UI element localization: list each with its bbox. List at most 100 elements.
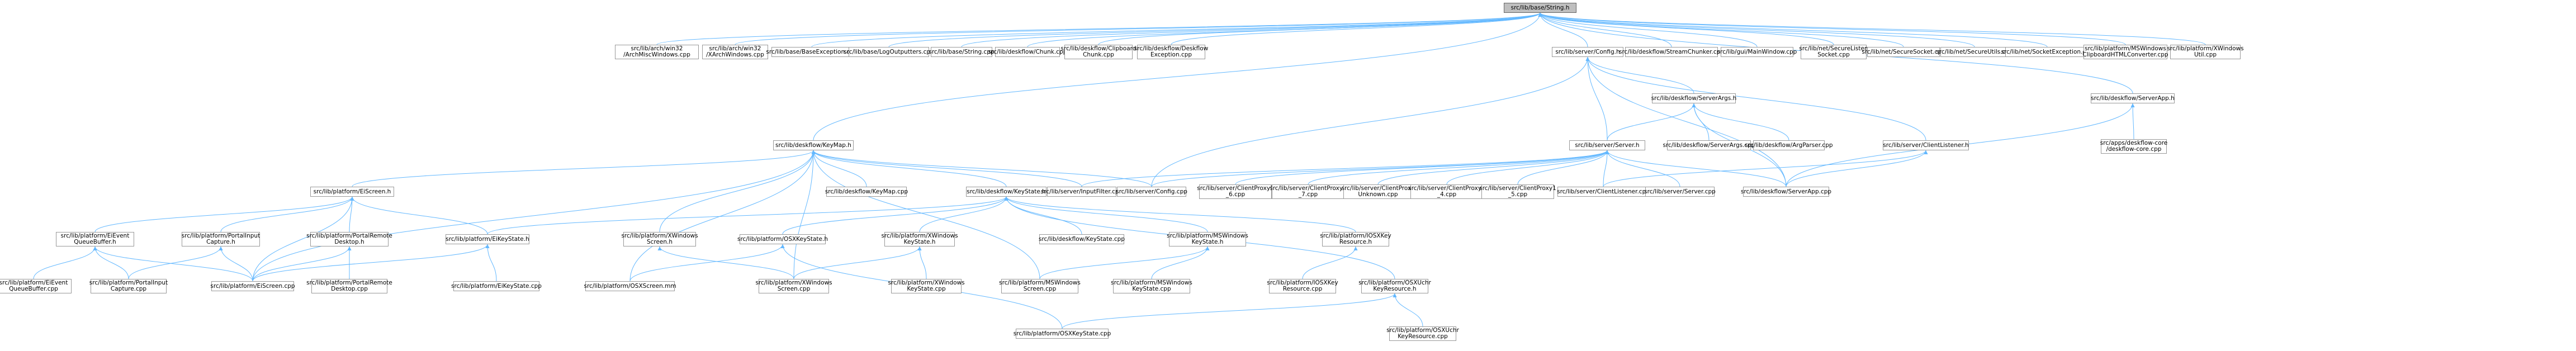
edge-ios-res-cpp-to-ios-res-h — [1302, 246, 1358, 279]
node-base-exc[interactable]: src/lib/base/BaseException.cpp — [766, 47, 858, 57]
edge-keymap-cpp-to-keymap-h — [811, 150, 867, 187]
node-osx-screen-mm[interactable]: src/lib/platform/OSXScreen.mm — [584, 281, 676, 291]
node-cp4[interactable]: src/lib/server/ClientProxy1 _4.cpp — [1408, 184, 1485, 199]
edge-win-xarch-to-string-h — [735, 12, 1542, 45]
node-portal-input-cpp[interactable]: src/lib/platform/PortalInput Capture.cpp — [89, 279, 168, 293]
node-xwin-screen-cpp[interactable]: src/lib/platform/XWindows Screen.cpp — [755, 279, 832, 293]
node-socket-exc[interactable]: src/lib/net/SocketException.cpp — [2001, 47, 2093, 57]
node-keymap-h[interactable]: src/lib/deskflow/KeyMap.h — [773, 140, 854, 150]
node-desk-exc[interactable]: src/lib/deskflow/Deskflow Exception.cpp — [1134, 45, 1209, 59]
node-ei-event-h[interactable]: src/lib/platform/EiEvent QueueBuffer.h — [56, 232, 134, 246]
edge-ei-event-h-to-ei-screen-h — [94, 196, 354, 233]
node-portal-input-h[interactable]: src/lib/platform/PortalInput Capture.h — [181, 232, 261, 246]
node-chunk-cpp[interactable]: src/lib/deskflow/Chunk.cpp — [988, 47, 1067, 57]
node-cp7[interactable]: src/lib/server/ClientProxy1 _7.cpp — [1270, 184, 1347, 199]
node-osx-keystate-cpp[interactable]: src/lib/platform/OSXKeyState.cpp — [1014, 329, 1111, 339]
edge-xwin-screen-cpp-to-xwin-screen-h — [657, 246, 794, 279]
node-keystate-h[interactable]: src/lib/deskflow/KeyState.h — [966, 187, 1046, 197]
edge-osx-keystate-cpp-to-osx-uchr-h — [1062, 293, 1397, 329]
edge-config-cpp-to-config-h — [1151, 56, 1590, 187]
edge-ms-keystate-h-to-keystate-h — [1004, 196, 1208, 233]
edge-keystate-h-to-keymap-h — [811, 150, 1007, 187]
node-apps-core[interactable]: src/apps/deskflow-core /deskflow-core.cp… — [2100, 139, 2168, 154]
node-ios-res-cpp[interactable]: src/lib/platform/IOSXKey Resource.cpp — [1267, 279, 1338, 293]
edge-socket-exc-to-string-h — [1538, 12, 2048, 48]
node-osx-uchr-h[interactable]: src/lib/platform/OSXUchr KeyResource.h — [1358, 279, 1431, 293]
node-ei-screen-h[interactable]: src/lib/platform/EiScreen.h — [310, 187, 394, 197]
edge-ei-keystate-h-to-keystate-h — [487, 196, 1008, 235]
node-server-cpp[interactable]: src/lib/server/Server.cpp — [1644, 187, 1716, 197]
node-serverapp-cpp[interactable]: src/lib/deskflow/ServerApp.cpp — [1741, 187, 1831, 197]
node-clientlistener-cpp[interactable]: src/lib/server/ClientListener.cpp — [1557, 187, 1650, 197]
node-xwin-util[interactable]: src/lib/platform/XWindows Util.cpp — [2167, 45, 2244, 59]
edge-osx-keystate-h-to-keystate-h — [782, 196, 1008, 235]
node-osx-uchr-cpp[interactable]: src/lib/platform/OSXUchr KeyResource.cpp — [1386, 326, 1459, 341]
edge-cp5-to-server-h — [1517, 150, 1609, 185]
node-win-arch-misc[interactable]: src/lib/arch/win32 /ArchMiscWindows.cpp — [615, 45, 699, 59]
node-ei-keystate-h[interactable]: src/lib/platform/EiKeyState.h — [446, 234, 529, 244]
node-serverargs-h[interactable]: src/lib/deskflow/ServerArgs.h — [1651, 93, 1736, 103]
node-cp6[interactable]: src/lib/server/ClientProxy1 _6.cpp — [1197, 184, 1274, 199]
node-ms-keystate-cpp[interactable]: src/lib/platform/MSWindows KeyState.cpp — [1111, 279, 1192, 293]
node-config-cpp[interactable]: src/lib/server/Config.cpp — [1116, 187, 1187, 197]
node-win-xarch[interactable]: src/lib/arch/win32 /XArchWindows.cpp — [702, 45, 768, 59]
edge-ms-screen-cpp-to-ms-keystate-h — [1039, 246, 1210, 279]
node-ms-keystate-h[interactable]: src/lib/platform/MSWindows KeyState.h — [1167, 232, 1248, 246]
node-xwin-screen-h[interactable]: src/lib/platform/XWindows Screen.h — [621, 232, 698, 246]
node-ios-res-h[interactable]: src/lib/platform/IOSXKey Resource.h — [1320, 232, 1391, 246]
edge-clientlistener-h-to-config-h — [1585, 56, 1926, 141]
node-cpu[interactable]: src/lib/server/ClientProxy Unknown.cpp — [1341, 184, 1415, 199]
node-secure-socket[interactable]: src/lib/net/SecureSocket.cpp — [1862, 47, 1945, 57]
edge-server-h-to-serverargs-h — [1607, 103, 1696, 141]
edge-mainwindow-to-string-h — [1538, 12, 1758, 48]
node-xwin-keystate-cpp[interactable]: src/lib/platform/XWindows KeyState.cpp — [888, 279, 965, 293]
edge-xwin-screen-cpp-to-xwin-keystate-h — [793, 246, 922, 279]
node-ms-clip-html[interactable]: src/lib/platform/MSWindows ClipboardHTML… — [2082, 45, 2168, 59]
edge-keystate-cpp-to-keystate-h — [1004, 196, 1082, 235]
node-stream-chunker[interactable]: src/lib/deskflow/StreamChunker.cpp — [1619, 47, 1724, 57]
node-keymap-cpp[interactable]: src/lib/deskflow/KeyMap.cpp — [825, 187, 908, 197]
edge-serverapp-cpp-to-clientlistener-h — [1786, 150, 1928, 187]
edge-xwin-keystate-h-to-keystate-h — [919, 196, 1008, 233]
edge-xwin-keystate-cpp-to-xwin-keystate-h — [917, 246, 927, 279]
edge-config-cpp-to-keymap-h — [811, 150, 1152, 187]
edge-serverapp-cpp-to-config-h — [1585, 56, 1787, 187]
edge-config-cpp-to-server-h — [1151, 150, 1609, 187]
edge-log-out-to-string-h — [888, 12, 1542, 48]
node-portal-remote-h[interactable]: src/lib/platform/PortalRemote Desktop.h — [306, 232, 392, 246]
node-inputfilter[interactable]: src/lib/server/InputFilter.cpp — [1041, 187, 1123, 197]
node-portal-remote-cpp[interactable]: src/lib/platform/PortalRemote Desktop.cp… — [306, 279, 392, 293]
node-secure-utils[interactable]: src/lib/net/SecureUtils.cpp — [1936, 47, 2013, 57]
node-clientlistener-h[interactable]: src/lib/server/ClientListener.h — [1883, 140, 1969, 150]
node-osx-keystate-h[interactable]: src/lib/platform/OSXKeyState.h — [737, 234, 828, 244]
node-xwin-keystate-h[interactable]: src/lib/platform/XWindows KeyState.h — [881, 232, 958, 246]
edge-xwin-screen-cpp-to-keymap-h — [793, 150, 816, 279]
node-cp5[interactable]: src/lib/server/ClientProxy1 _5.cpp — [1479, 184, 1556, 199]
node-config-h[interactable]: src/lib/server/Config.h — [1552, 47, 1623, 57]
edge-cp7-to-server-h — [1308, 150, 1609, 185]
node-keystate-cpp[interactable]: src/lib/deskflow/KeyState.cpp — [1039, 234, 1125, 244]
edge-ei-screen-cpp-to-portal-input-h — [219, 246, 253, 282]
node-ei-event-cpp[interactable]: src/lib/platform/EiEvent QueueBuffer.cpp — [0, 279, 72, 293]
node-ms-screen-cpp[interactable]: src/lib/platform/MSWindows Screen.cpp — [999, 279, 1081, 293]
node-mainwindow[interactable]: src/lib/gui/MainWindow.cpp — [1717, 47, 1797, 57]
node-string-cpp[interactable]: src/lib/base/String.cpp — [929, 47, 995, 57]
node-string-h[interactable]: src/lib/base/String.h — [1504, 3, 1576, 13]
node-serverargs-cpp[interactable]: src/lib/deskflow/ServerArgs.cpp — [1663, 140, 1755, 150]
edge-ei-screen-cpp-to-ei-keystate-h — [252, 244, 490, 282]
node-ei-screen-cpp[interactable]: src/lib/platform/EiScreen.cpp — [210, 281, 295, 291]
edge-osx-screen-mm-to-osx-keystate-h — [629, 244, 785, 282]
edge-serverargs-h-to-config-h — [1585, 56, 1694, 94]
edge-ei-screen-cpp-to-keymap-h — [252, 150, 816, 282]
edge-portal-input-cpp-to-ei-event-h — [93, 246, 129, 279]
edge-string-cpp-to-string-h — [961, 12, 1542, 48]
edge-desk-exc-to-string-h — [1171, 12, 1542, 45]
node-serverapp-h[interactable]: src/lib/deskflow/ServerApp.h — [2091, 93, 2175, 103]
node-server-h[interactable]: src/lib/server/Server.h — [1569, 140, 1645, 150]
node-log-out[interactable]: src/lib/base/LogOutputters.cpp — [844, 47, 934, 57]
node-argparser[interactable]: src/lib/deskflow/ArgParser.cpp — [1745, 140, 1833, 150]
node-ei-keystate-cpp[interactable]: src/lib/platform/EiKeyState.cpp — [451, 281, 542, 291]
edge-stream-chunker-to-string-h — [1538, 12, 1672, 48]
node-secure-listen[interactable]: src/lib/net/SecureListen Socket.cpp — [1799, 45, 1868, 59]
node-clip-chunk[interactable]: src/lib/deskflow/Clipboard Chunk.cpp — [1060, 45, 1137, 59]
